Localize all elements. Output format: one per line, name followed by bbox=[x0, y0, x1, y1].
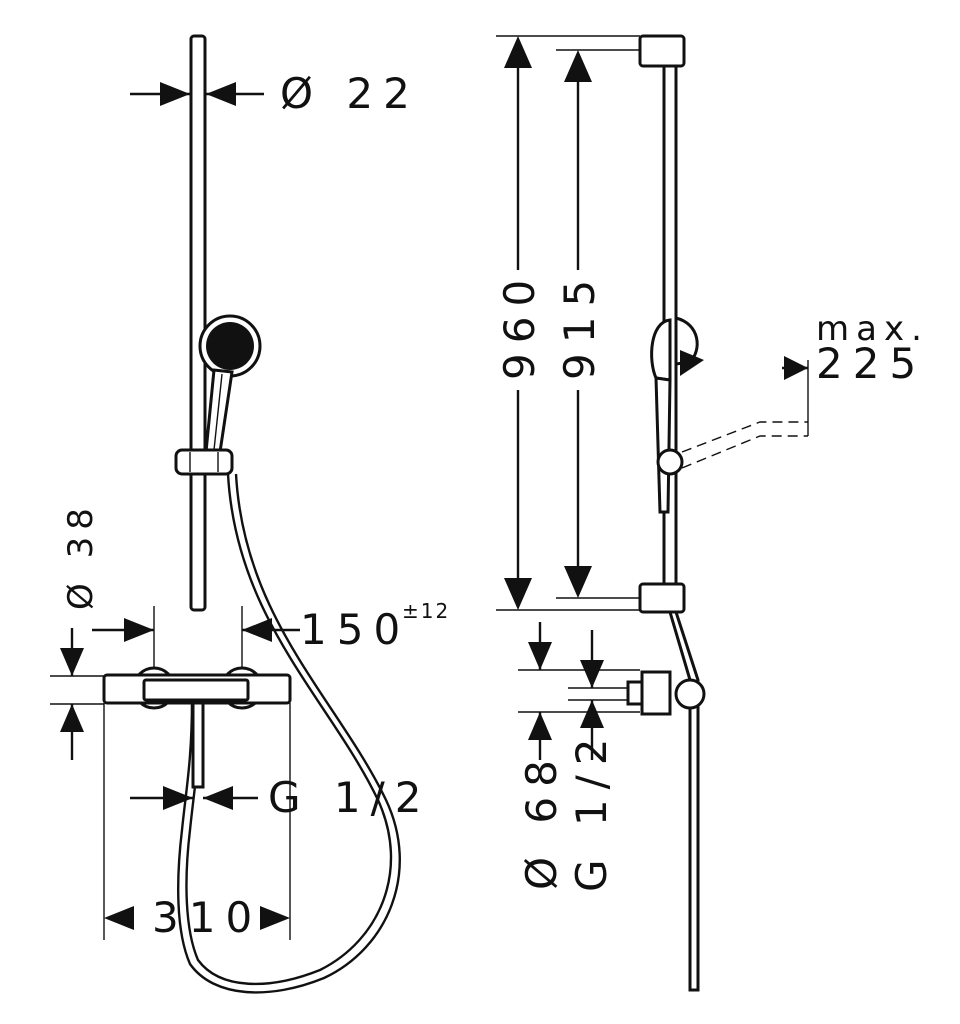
bottom-bracket bbox=[638, 582, 686, 614]
thermostat-mixer bbox=[102, 666, 292, 789]
label-mixer-width: 310 bbox=[152, 893, 262, 942]
wall-elbow bbox=[626, 670, 706, 716]
label-outlet-tolerance: ±12 bbox=[402, 599, 450, 623]
dim-inlet-thread-right: G 1/2 bbox=[567, 630, 628, 892]
dim-outlet-offset: 150 ±12 bbox=[92, 599, 450, 668]
label-elbow-diameter: Ø 68 bbox=[517, 750, 566, 890]
front-view: Ø 22 Ø 38 150 ±12 G 1/2 bbox=[50, 34, 450, 994]
label-outlet-offset: 150 bbox=[300, 605, 410, 654]
rail-slider bbox=[174, 448, 234, 476]
label-head-diameter: Ø 38 bbox=[61, 501, 101, 610]
slide-rail bbox=[189, 34, 207, 612]
side-hose bbox=[667, 610, 700, 992]
dim-rail-diameter: Ø 22 bbox=[130, 69, 420, 118]
label-inlet-thread-left: G 1/2 bbox=[268, 773, 432, 822]
shower-arm-extension: max. 225 bbox=[681, 309, 929, 469]
label-bracket-spacing: 915 bbox=[555, 270, 604, 380]
dim-head-diameter: Ø 38 bbox=[50, 501, 104, 760]
outlet-pipe bbox=[191, 701, 205, 789]
dim-inlet-thread-left: G 1/2 bbox=[130, 773, 432, 822]
side-hand-shower bbox=[650, 316, 704, 514]
side-view: max. 225 960 915 bbox=[495, 34, 929, 992]
dim-bracket-spacing: 915 bbox=[555, 49, 640, 599]
label-max: max. bbox=[816, 309, 929, 349]
top-bracket bbox=[638, 34, 686, 68]
label-rail-diameter: Ø 22 bbox=[280, 69, 420, 118]
dim-mixer-width: 310 bbox=[103, 703, 291, 942]
label-rail-length: 960 bbox=[495, 270, 544, 380]
shower-hose bbox=[185, 473, 393, 986]
hand-shower bbox=[198, 314, 262, 454]
dim-elbow-diameter: Ø 68 bbox=[517, 622, 640, 890]
dim-rail-length: 960 bbox=[495, 35, 640, 611]
label-inlet-thread-right: G 1/2 bbox=[567, 729, 616, 893]
label-max-value: 225 bbox=[816, 339, 926, 388]
